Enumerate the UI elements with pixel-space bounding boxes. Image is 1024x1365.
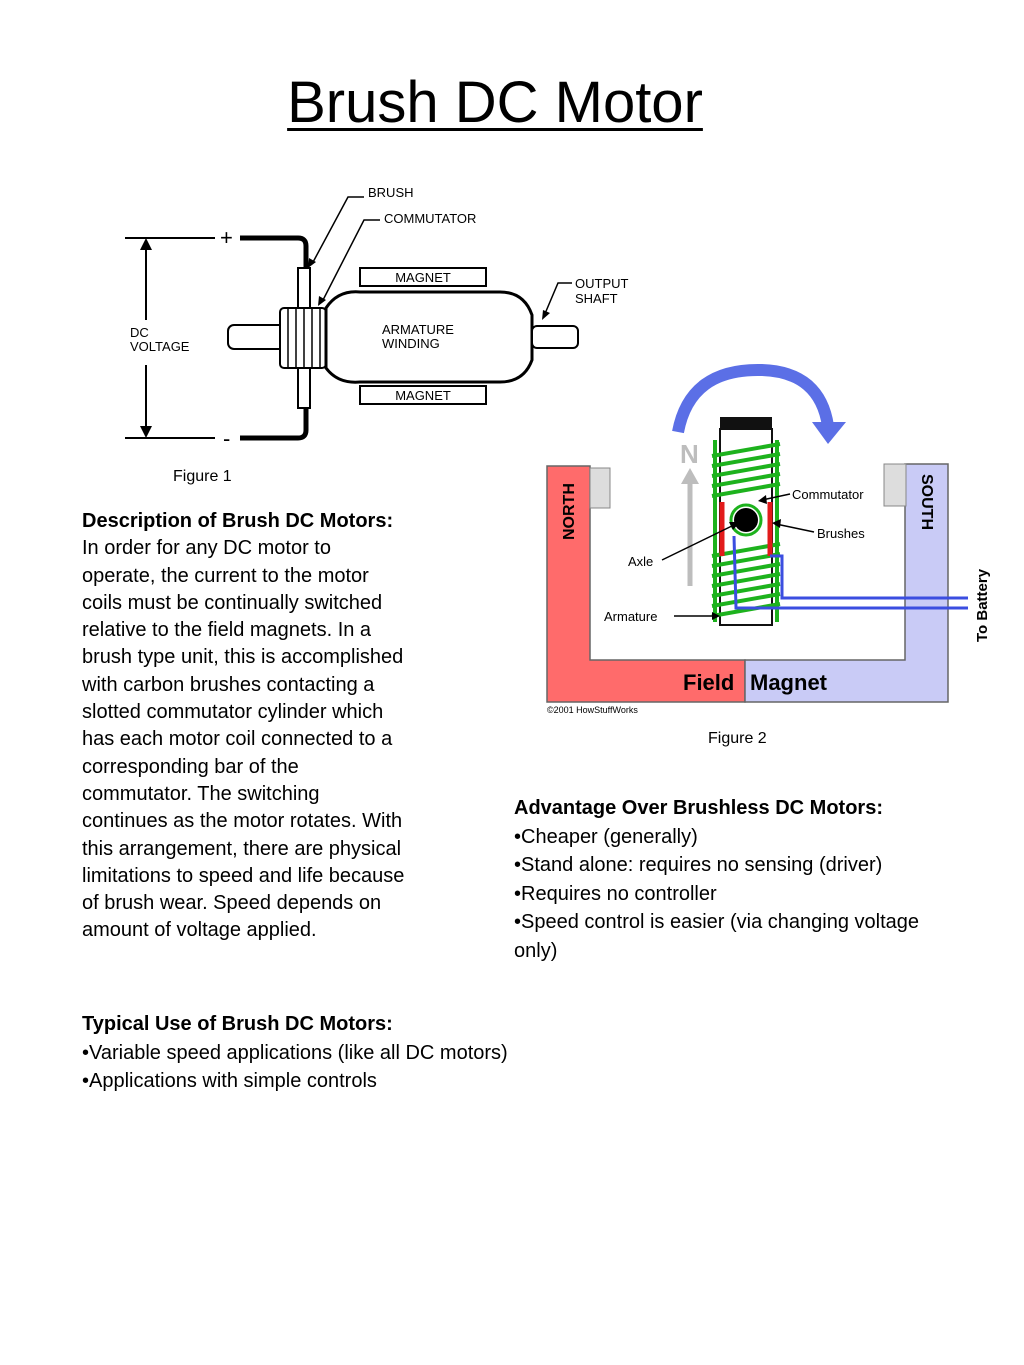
description-line: corresponding bar of the: [82, 755, 299, 778]
to-battery-label: To Battery: [974, 568, 990, 642]
figure-1-caption: Figure 1: [173, 468, 232, 485]
magnet-bottom-label: MAGNET: [395, 388, 451, 403]
dc-voltage-label-1: DC: [130, 325, 149, 340]
description-line: brush type unit, this is accomplished: [82, 646, 404, 669]
minus-label: -: [223, 426, 230, 450]
description-line: relative to the field magnets. In a: [82, 619, 372, 642]
output-shaft-label-1: OUTPUT: [575, 276, 629, 291]
description-line: slotted commutator cylinder which: [82, 701, 384, 724]
typical-use-section: Typical Use of Brush DC Motors: •Variabl…: [82, 1010, 642, 1096]
armature-label-fig2: Armature: [604, 609, 657, 624]
description-line: limitations to speed and life because: [82, 864, 405, 887]
typical-use-item: •Applications with simple controls: [82, 1070, 377, 1093]
commutator-label-2: Commutator: [792, 487, 864, 502]
page-title: Brush DC Motor: [287, 70, 703, 135]
description-line: commutator. The switching: [82, 782, 320, 805]
advantages-heading: Advantage Over Brushless DC Motors:: [514, 797, 883, 819]
advantage-item: •Cheaper (generally): [514, 825, 698, 848]
advantage-item: •Requires no controller: [514, 882, 717, 905]
advantage-item: •Speed control is easier (via changing v…: [514, 911, 920, 934]
magnet-label: Magnet: [750, 670, 828, 695]
field-label: Field: [683, 670, 734, 695]
commutator-label: COMMUTATOR: [384, 211, 476, 226]
description-heading: Description of Brush DC Motors:: [82, 510, 394, 532]
figure-2-field-magnet-diagram: NORTH SOUTH Field Magnet ©2001 HowStuffW…: [546, 363, 990, 715]
figure-2-caption: Figure 2: [708, 730, 767, 747]
brushes-label: Brushes: [817, 526, 865, 541]
brush-label: BRUSH: [368, 185, 414, 200]
output-shaft-label-2: SHAFT: [575, 291, 618, 306]
south-label: SOUTH: [918, 474, 935, 530]
n-label: N: [680, 439, 699, 469]
description-line: with carbon brushes contacting a: [82, 673, 375, 696]
description-line: coils must be continually switched: [82, 591, 383, 614]
description-line: amount of voltage applied.: [82, 919, 317, 942]
north-label: NORTH: [561, 483, 578, 540]
advantages-section: Advantage Over Brushless DC Motors: •Che…: [514, 794, 994, 966]
advantage-item: only): [514, 939, 558, 962]
description-line: of brush wear. Speed depends on: [82, 892, 382, 915]
description-line: this arrangement, there are physical: [82, 837, 402, 860]
plus-label: +: [220, 225, 233, 250]
typical-use-heading: Typical Use of Brush DC Motors:: [82, 1013, 393, 1035]
copyright-text: ©2001 HowStuffWorks: [547, 705, 638, 715]
description-line: has each motor coil connected to a: [82, 728, 393, 751]
axle-label: Axle: [628, 554, 653, 569]
armature-label-1: ARMATURE: [382, 322, 454, 337]
description-line: In order for any DC motor to: [82, 537, 331, 560]
typical-use-item: •Variable speed applications (like all D…: [82, 1041, 508, 1064]
description-line: operate, the current to the motor: [82, 564, 369, 587]
figure-1-motor-diagram: DC VOLTAGE + - MAGNET MAGNET ARMATURE WI…: [125, 185, 629, 450]
description-line: continues as the motor rotates. With: [82, 810, 403, 833]
advantage-item: •Stand alone: requires no sensing (drive…: [514, 854, 883, 877]
description-section: Description of Brush DC Motors: In order…: [82, 508, 482, 945]
armature-label-2: WINDING: [382, 336, 440, 351]
magnet-top-label: MAGNET: [395, 270, 451, 285]
dc-voltage-label-2: VOLTAGE: [130, 339, 190, 354]
